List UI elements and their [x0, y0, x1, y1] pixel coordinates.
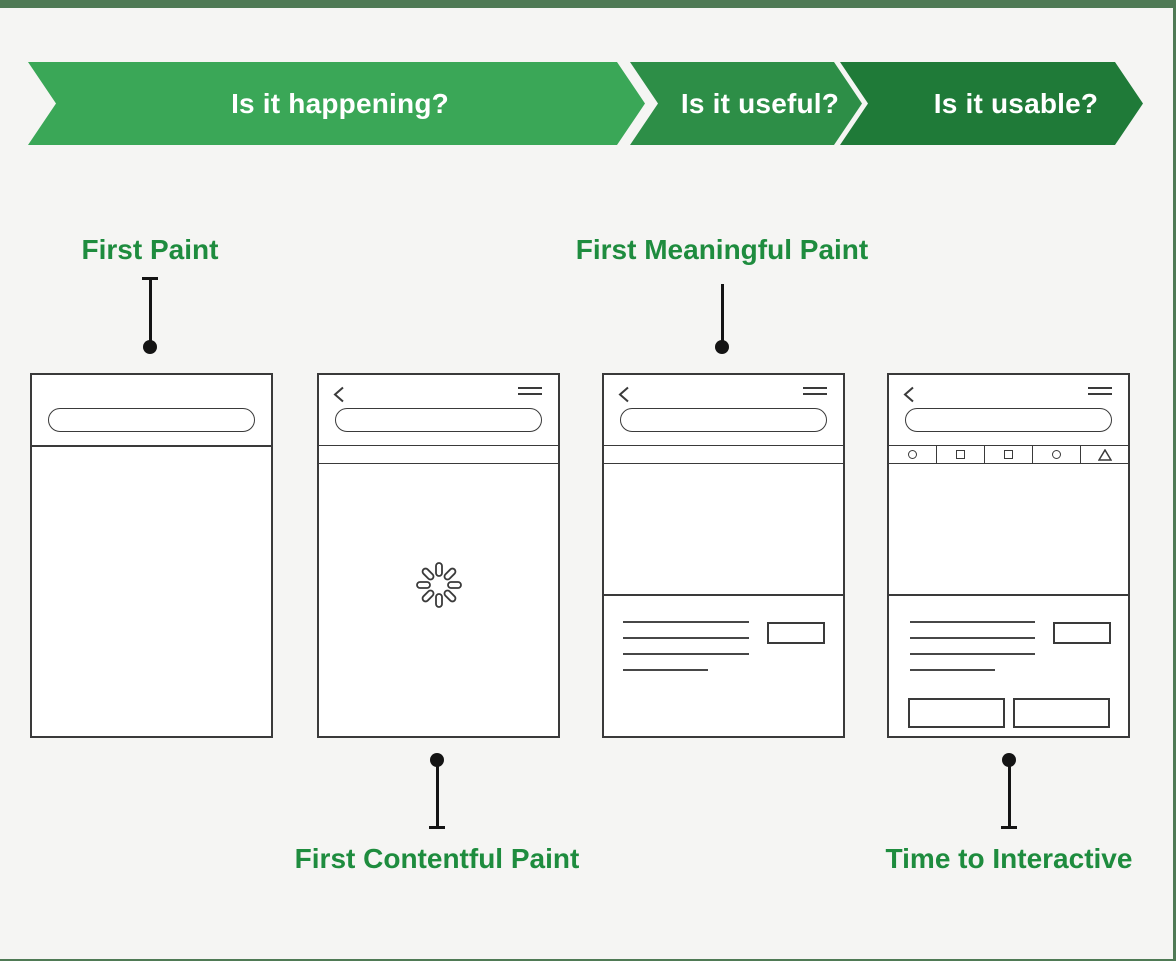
stage-label: Is it usable? [933, 87, 1099, 119]
connector-cap [1001, 826, 1017, 829]
phone-blank-screen [30, 373, 273, 738]
phone-loading-screen [317, 373, 560, 738]
connector-line [148, 278, 152, 347]
menu-icon [803, 387, 827, 399]
button-placeholder [1013, 698, 1110, 728]
back-icon [903, 386, 915, 408]
square-icon [1004, 450, 1013, 459]
tab-cell [1033, 446, 1081, 463]
section-divider [604, 594, 843, 596]
menu-icon [1088, 387, 1112, 399]
skeleton-text-line [910, 621, 1035, 623]
label-first-paint: First Paint [81, 234, 219, 265]
circle-icon [1052, 450, 1061, 459]
menu-icon [518, 387, 542, 399]
search-bar [335, 408, 542, 432]
skeleton-text-line [623, 637, 749, 639]
search-bar [905, 408, 1112, 432]
label-time-to-interactive: Time to Interactive [885, 843, 1133, 874]
tab-cell [1081, 446, 1128, 463]
phone-content-screen [602, 373, 845, 738]
button-placeholder [908, 698, 1005, 728]
triangle-icon [1097, 448, 1112, 461]
search-bar [620, 408, 827, 432]
connector-line [1007, 760, 1011, 827]
skeleton-text-line [910, 653, 1035, 655]
search-bar [48, 408, 255, 432]
phone-interactive-screen [887, 373, 1130, 738]
stage-is-it-usable: Is it usable? [840, 62, 1143, 145]
tab-cell [937, 446, 985, 463]
label-first-meaningful-paint: First Meaningful Paint [575, 234, 869, 265]
tab-cell [889, 446, 937, 463]
tab-bar [889, 445, 1128, 464]
skeleton-text-line [623, 621, 749, 623]
connector-cap [429, 826, 445, 829]
stage-is-it-happening: Is it happening? [28, 62, 645, 145]
toolbar-strip [319, 445, 558, 464]
skeleton-text-line [910, 669, 995, 671]
stage-label: Is it useful? [680, 87, 840, 119]
back-icon [618, 386, 630, 408]
back-icon [333, 386, 345, 408]
stage-is-it-useful: Is it useful? [630, 62, 862, 145]
stage-label: Is it happening? [231, 87, 449, 119]
frame-border-bottom [0, 959, 1176, 961]
header-divider [32, 445, 271, 447]
frame-border-right [1173, 0, 1176, 961]
connector-dot [143, 340, 157, 354]
connector-line [720, 284, 724, 347]
toolbar-strip [604, 445, 843, 464]
button-placeholder [1053, 622, 1111, 644]
connector-dot [715, 340, 729, 354]
frame-border-top [0, 0, 1176, 8]
button-placeholder [767, 622, 825, 644]
connector-line [435, 760, 439, 827]
square-icon [956, 450, 965, 459]
skeleton-text-line [623, 653, 749, 655]
skeleton-text-line [910, 637, 1035, 639]
tab-cell [985, 446, 1033, 463]
label-first-contentful-paint: First Contentful Paint [294, 843, 580, 874]
section-divider [889, 594, 1128, 596]
loading-spinner-icon [415, 561, 463, 614]
circle-icon [908, 450, 917, 459]
skeleton-text-line [623, 669, 708, 671]
